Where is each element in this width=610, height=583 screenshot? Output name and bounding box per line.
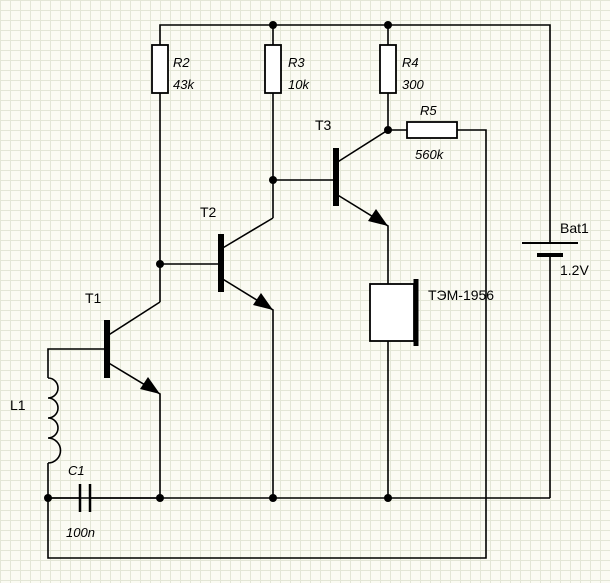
speaker-label: ТЭМ-1956 — [428, 287, 494, 303]
r3-label: R3 — [288, 55, 305, 70]
t2-emitter — [220, 277, 274, 498]
r3-resistor — [264, 44, 282, 94]
speaker-body — [369, 283, 415, 342]
r5-resistor — [406, 121, 458, 139]
junction-dot — [44, 494, 52, 502]
t3-emitter-arrow — [368, 209, 388, 226]
r2-value: 43k — [173, 77, 195, 92]
junction-dot — [156, 260, 164, 268]
top-rail-wire — [159, 24, 551, 243]
junction-dot — [269, 176, 277, 184]
l1-label: L1 — [10, 397, 26, 413]
t3-collector — [335, 129, 389, 164]
battery-label: Bat1 — [560, 220, 589, 236]
feedback-wire — [47, 129, 487, 559]
r2-label: R2 — [173, 55, 190, 70]
r4-value: 300 — [402, 77, 424, 92]
junction-dot — [384, 21, 392, 29]
t3-emitter — [335, 193, 389, 284]
junction-dot — [269, 494, 277, 502]
junction-dot — [156, 494, 164, 502]
r5-label: R5 — [420, 103, 437, 118]
t1-collector — [106, 301, 161, 337]
r2-resistor — [151, 44, 169, 94]
t1-emitter-arrow — [140, 377, 160, 394]
junction-dot — [269, 21, 277, 29]
t1-label: T1 — [85, 290, 102, 306]
t1-emitter — [106, 361, 161, 498]
t3-label: T3 — [315, 117, 332, 133]
t1-base-wire — [47, 348, 107, 378]
t2-collector — [220, 217, 274, 250]
r4-label: R4 — [402, 55, 419, 70]
r3-value: 10k — [288, 77, 310, 92]
r5-value: 560k — [415, 147, 445, 162]
c1-label: C1 — [68, 463, 85, 478]
c1-value: 100n — [66, 525, 95, 540]
junction-dot — [384, 494, 392, 502]
t2-label: T2 — [200, 204, 217, 220]
junction-dot — [384, 126, 392, 134]
battery-value: 1.2V — [560, 262, 589, 278]
t2-emitter-arrow — [253, 293, 273, 310]
junction-dots — [44, 21, 392, 502]
l1-inductor-coil — [47, 377, 62, 464]
r4-resistor — [379, 44, 397, 94]
